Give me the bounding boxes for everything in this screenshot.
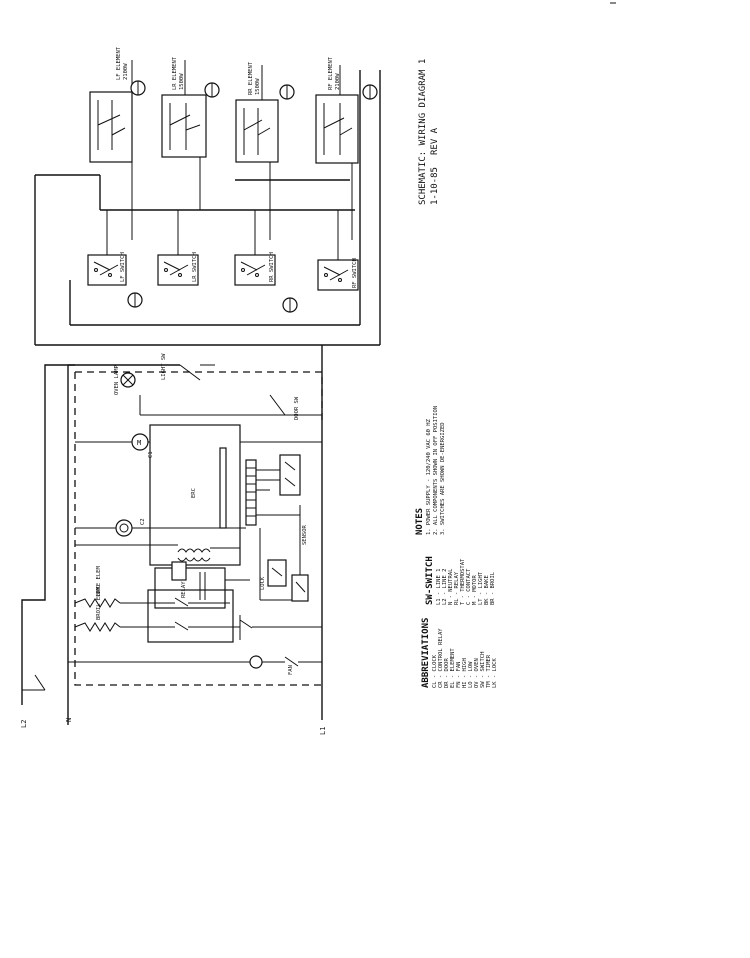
switch-block-lr: LR SWITCH <box>157 210 199 286</box>
convection-fan-icon <box>249 655 263 669</box>
notes-heading: NOTES <box>415 508 425 535</box>
abbrev-list-1: SW-SWITCH L1 - LINE 1 L2 - LINE 2 N - NE… <box>425 556 496 605</box>
erc-label: ERC <box>191 488 197 498</box>
note-item: 3. SWITCHES ARE SHOWN DE-ENERGIZED <box>440 422 446 535</box>
switch-tag: LR SWITCH <box>192 252 198 282</box>
element-tag: RR ELEMENT <box>248 61 254 95</box>
fan-label: FAN <box>288 665 294 675</box>
note-item: 2. ALL COMPONENTS SHOWN IN OFF POSITION <box>433 406 439 535</box>
switch-block-lf: LF SWITCH <box>87 210 127 286</box>
title-line-1: SCHEMATIC: WIRING DIAGRAM 1 <box>418 59 428 205</box>
element-block-lf: LF ELEMENT 2100W <box>89 46 133 240</box>
element-rating: 2100W <box>335 73 341 90</box>
element-tag: LF ELEMENT <box>116 46 122 80</box>
bake-element-label: BAKE ELEM <box>96 566 102 596</box>
c1-label: C1 <box>148 451 154 458</box>
switch-tag: RR SWITCH <box>269 252 275 282</box>
abbrev-item: HI - HIGH <box>462 658 468 688</box>
element-block-rf: RF ELEMENT 2100W <box>315 56 359 240</box>
switch-block-rf: RF SWITCH <box>317 210 359 291</box>
element-tag: RF ELEMENT <box>328 56 334 90</box>
relay-label: RELAY <box>181 581 187 598</box>
abbrev-item: CL - CLOCK <box>432 654 438 688</box>
terminal-l1-label: L1 <box>319 727 327 735</box>
abbrev-item: SW - SWITCH <box>480 652 486 688</box>
oven-control-section: OVEN LAMP LIGHT SW DOOR SW M ERC C1 <box>22 353 323 691</box>
title-line-3: REV A <box>430 127 440 155</box>
element-tag: LR ELEMENT <box>172 56 178 90</box>
terminal-n-label: N <box>65 718 73 722</box>
terminal-l2-label: L2 <box>20 720 28 728</box>
title-block: SCHEMATIC: WIRING DIAGRAM 1 1-10-85 REV … <box>418 59 440 205</box>
element-block-rr: RR ELEMENT 1500W <box>235 61 279 240</box>
abbrev-item: M - MOTOR <box>472 575 478 605</box>
c2-label: C2 <box>140 518 146 525</box>
broil-element-icon <box>74 622 121 632</box>
switch-block-rr: RR SWITCH <box>234 210 276 286</box>
top-element-group: LF ELEMENT 2100W LR ELEMENT 1500W <box>89 46 378 240</box>
switch-row: LF SWITCH LR SWITCH RR SWITCH <box>87 210 359 313</box>
abbrev-item: LK - LOCK <box>492 658 498 688</box>
abbrev-item: CR - CONTROL RELAY <box>438 628 444 688</box>
switch-tag: LF SWITCH <box>120 252 126 282</box>
motor-label: M <box>137 439 141 447</box>
terminal-labels: L2 N L1 <box>20 718 327 735</box>
door-switch-label: DOOR SW <box>294 396 300 420</box>
oven-lamp-label: OVEN LAMP <box>114 365 120 395</box>
relay-box <box>154 567 226 609</box>
switch-tag: RF SWITCH <box>352 258 358 288</box>
abbrev-item: OV - OVEN <box>474 658 480 688</box>
abbrev-1-heading: SW-SWITCH <box>425 556 435 605</box>
note-item: 1. POWER SUPPLY - 120/240 VAC 60 HZ <box>426 418 432 535</box>
lock-switch <box>267 559 287 587</box>
element-rating: 1500W <box>255 78 261 95</box>
lock-label: LOCK <box>260 576 266 590</box>
abbrev-item: C - CONTACT <box>466 568 472 605</box>
abbrev-item: EL - ELEMENT <box>450 648 456 688</box>
abbrev-item: LO - LOW <box>468 661 474 688</box>
abbrev-item: DR - DOOR <box>444 658 450 688</box>
abbrev-item: RL - RELAY <box>454 571 460 605</box>
broil-element-label: BROIL ELEM <box>96 586 102 620</box>
element-rating: 2100W <box>123 63 129 80</box>
abbrev-item: FN - FAN <box>456 662 462 689</box>
bus-wires <box>21 70 381 725</box>
abbrev-item: L1 - LINE 1 <box>436 569 442 605</box>
abbrev-item: TM - TIMER <box>486 654 492 688</box>
abbrev-item: BR - BROIL <box>490 571 496 605</box>
element-block-lr: LR ELEMENT 1500W <box>161 56 207 210</box>
light-switch-label: LIGHT SW <box>161 353 167 380</box>
bake-element-icon <box>74 598 121 608</box>
sensor-label: SENSOR <box>302 524 308 545</box>
abbrev-list-2: ABBREVIATIONS CL - CLOCK CR - CONTROL RE… <box>421 618 498 688</box>
title-line-2: 1-10-85 <box>430 167 440 205</box>
abbrev-2-heading: ABBREVIATIONS <box>421 618 431 688</box>
notes-block: NOTES 1. POWER SUPPLY - 120/240 VAC 60 H… <box>415 406 446 535</box>
abbrev-item: L2 - LINE 2 <box>442 569 448 605</box>
fan-icon <box>115 519 133 537</box>
abbrev-item: LT - LIGHT <box>478 571 484 605</box>
element-rating: 1500W <box>179 73 185 90</box>
abbrev-item: BK - BAKE <box>484 575 490 605</box>
abbrev-item: N - NEUTRAL <box>448 568 454 605</box>
abbrev-item: T - THERMOSTAT <box>460 558 466 605</box>
